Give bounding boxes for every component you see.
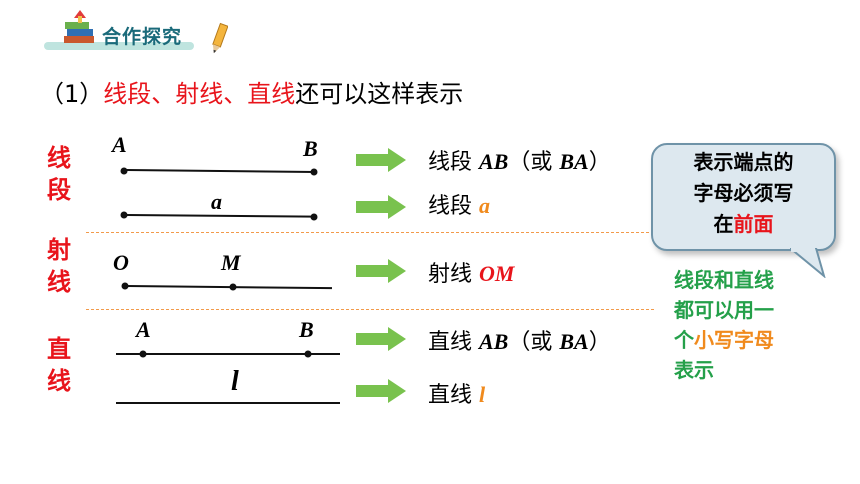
callout-tail [790, 248, 826, 278]
result-line-ab: 直线 AB（或 BA） [428, 329, 611, 355]
header-underline [44, 42, 194, 50]
line-point-b [304, 350, 312, 358]
side-label-segment: 线 段 [47, 144, 71, 204]
ray-point-o [121, 282, 129, 290]
result-segment-ab: 线段 AB（或 BA） [428, 149, 611, 175]
side-label-ray: 射 线 [47, 236, 71, 296]
arrow-right-icon [356, 195, 406, 219]
point-label-b: B [303, 136, 318, 161]
arrow-right-icon [356, 327, 406, 351]
segment-ab [122, 169, 315, 174]
line-small-label: l [231, 366, 239, 397]
subtitle-highlight: 线段、射线、直线 [103, 80, 296, 108]
result-line-l: 直线 l [428, 382, 486, 408]
callout-text: 表示端点的 字母必须写 在前面 [693, 150, 794, 236]
subtitle: （1）线段、射线、直线还可以这样表示 [40, 74, 463, 109]
separator-1 [86, 232, 654, 233]
books-icon [60, 8, 100, 52]
endpoint-right [310, 213, 318, 221]
line-label-b: B [299, 317, 314, 342]
section-title: 合作探究 [102, 26, 183, 48]
result-ray-om: 射线 OM [428, 261, 515, 287]
line-point-a [139, 350, 147, 358]
segment-a [122, 214, 316, 218]
ray-om [123, 285, 332, 290]
ray-label-m: M [221, 250, 241, 275]
arrow-right-icon [356, 259, 406, 283]
segment-small-label: a [211, 189, 222, 214]
line-ab [116, 353, 340, 355]
point-label-a: A [112, 132, 127, 157]
endpoint-b [310, 168, 318, 176]
subtitle-rest: 还可以这样表示 [295, 80, 464, 108]
arrow-right-icon [356, 379, 406, 403]
ray-label-o: O [113, 250, 129, 275]
subtitle-number: （1） [40, 80, 104, 108]
endpoint-left [120, 211, 128, 219]
separator-2 [86, 309, 654, 310]
line-l [116, 402, 340, 404]
note-text: 线段和直线 都可以用一 个小写字母 表示 [674, 268, 774, 382]
side-label-line: 直 线 [47, 335, 71, 395]
arrow-right-icon [356, 148, 406, 172]
pencil-icon [210, 22, 229, 60]
result-segment-a: 线段 a [428, 193, 490, 219]
endpoint-a [120, 167, 128, 175]
line-label-a: A [136, 317, 151, 342]
ray-point-m [229, 283, 237, 291]
callout-bubble [651, 143, 836, 251]
